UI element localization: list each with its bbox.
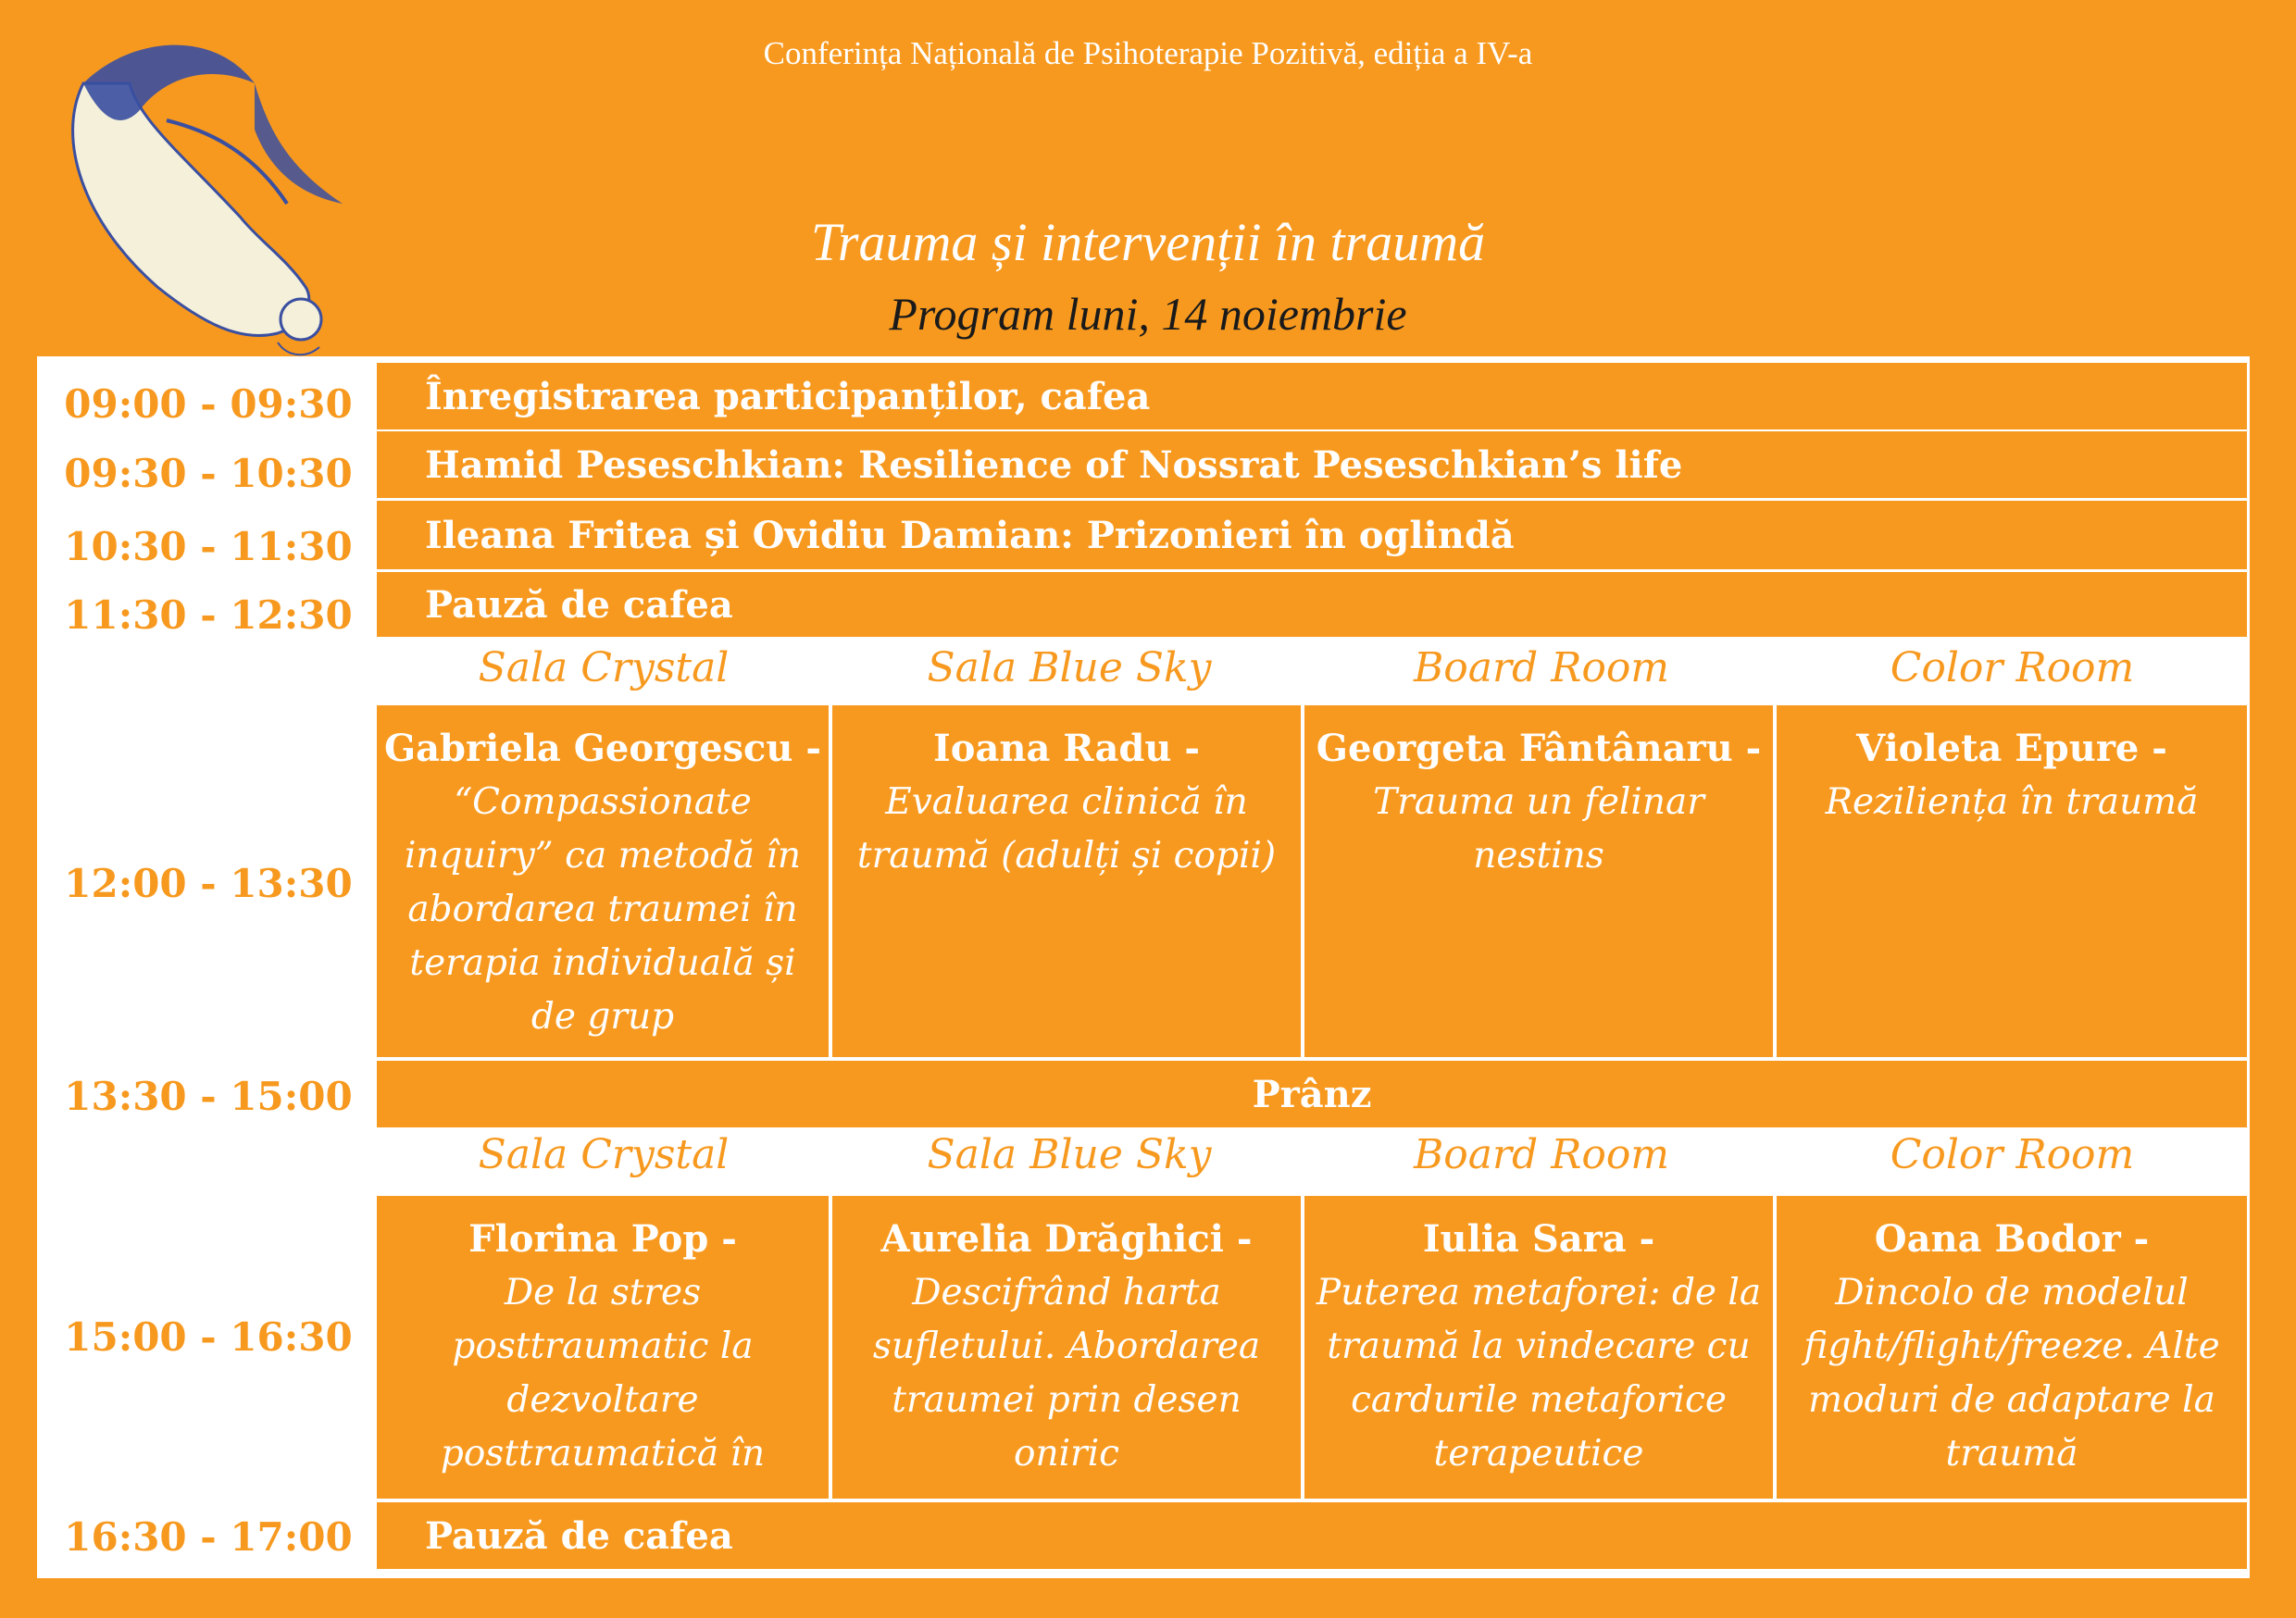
room-header: Sala Blue Sky (927, 644, 1212, 691)
schedule-row: Hamid Peseschkian: Resilience of Nossrat… (377, 431, 2247, 498)
speaker-name: Gabriela Georgescu - (383, 727, 822, 770)
room-header: Board Room (1413, 1131, 1670, 1178)
session-title: Trauma un felinar nestins (1373, 781, 1704, 877)
session-title: Dincolo de modelul fight/flight/freeze. … (1803, 1272, 2220, 1475)
schedule-row: Ileana Fritea și Ovidiu Damian: Prizonie… (377, 501, 2247, 569)
room-header: Sala Blue Sky (927, 1131, 1212, 1178)
time-slot: 10:30 - 11:30 (64, 524, 353, 569)
time-slot: 12:00 - 13:30 (64, 861, 353, 906)
session-title: Descifrând harta sufletului. Abordarea t… (872, 1272, 1261, 1475)
session-cell: Violeta Epure - Reziliența în traumă (1777, 705, 2247, 1057)
room-header: Sala Crystal (478, 1131, 730, 1178)
time-slot: 13:30 - 15:00 (64, 1074, 353, 1119)
schedule-row: Înregistrarea participanților, cafea (377, 363, 2247, 429)
session-label: Pauză de cafea (425, 1513, 733, 1558)
session-label: Înregistrarea participanților, cafea (425, 374, 1151, 418)
schedule-row: Pauză de cafea (377, 572, 2247, 637)
time-slot: 16:30 - 17:00 (64, 1514, 353, 1560)
session-title: De la stres posttraumatic la dezvoltare … (440, 1272, 766, 1528)
session-cell: Iulia Sara - Puterea metaforei: de la tr… (1304, 1196, 1773, 1499)
room-header: Color Room (1890, 1131, 2135, 1178)
session-label: Hamid Peseschkian: Resilience of Nossrat… (425, 442, 1683, 487)
session-cell: Ioana Radu - Evaluarea clinică în traumă… (832, 705, 1301, 1057)
conference-title: Conferința Națională de Psihoterapie Poz… (763, 35, 1533, 71)
page-title: Trauma și intervenții în traumă (810, 212, 1486, 272)
time-slot: 15:00 - 16:30 (64, 1314, 353, 1360)
room-header: Sala Crystal (478, 644, 730, 691)
schedule-row: Pauză de cafea (377, 1502, 2247, 1569)
page-subtitle: Program luni, 14 noiembrie (889, 288, 1407, 340)
session-title: “Compassionate inquiry” ca metodă în abo… (404, 781, 802, 1038)
time-slot: 11:30 - 12:30 (64, 592, 353, 638)
swimmer-figure-icon (71, 44, 343, 356)
speaker-name: Iulia Sara - (1422, 1217, 1655, 1261)
speaker-name: Aurelia Drăghici - (880, 1217, 1253, 1261)
session-cell: Georgeta Fântânaru - Trauma un felinar n… (1304, 705, 1773, 1057)
session-label: Pauză de cafea (425, 582, 733, 627)
session-cell: Aurelia Drăghici - Descifrând harta sufl… (832, 1196, 1301, 1499)
speaker-name: Violeta Epure - (1856, 727, 2167, 770)
room-header: Board Room (1413, 644, 1670, 691)
room-header: Color Room (1890, 644, 2135, 691)
time-slot: 09:30 - 10:30 (64, 451, 353, 496)
session-title: Puterea metaforei: de la traumă la vinde… (1316, 1272, 1762, 1475)
session-cell: Florina Pop - De la stres posttraumatic … (377, 1196, 829, 1528)
speaker-name: Ioana Radu - (933, 727, 1200, 770)
session-title: Evaluarea clinică în traumă (adulți și c… (856, 781, 1277, 877)
schedule-row: Prânz (377, 1061, 2247, 1127)
session-label: Ileana Fritea și Ovidiu Damian: Prizonie… (425, 513, 1515, 557)
time-slot: 09:00 - 09:30 (64, 381, 353, 427)
session-title: Reziliența în traumă (1825, 781, 2199, 823)
speaker-name: Oana Bodor - (1874, 1217, 2150, 1261)
speaker-name: Georgeta Fântânaru - (1316, 727, 1762, 770)
session-cell: Oana Bodor - Dincolo de modelul fight/fl… (1777, 1196, 2247, 1499)
session-cell: Gabriela Georgescu - “Compassionate inqu… (377, 705, 829, 1057)
session-label: Prânz (1252, 1072, 1372, 1116)
speaker-name: Florina Pop - (468, 1217, 737, 1261)
